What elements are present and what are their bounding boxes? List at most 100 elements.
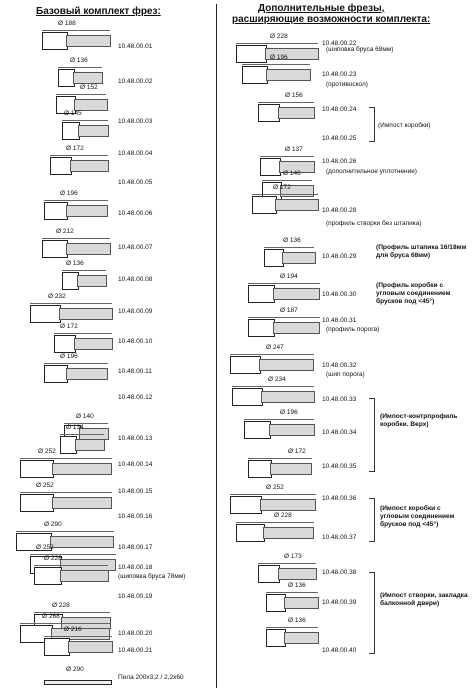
diameter-label: Ø 194 — [280, 273, 298, 280]
cutter-profile-right-9 — [248, 317, 320, 339]
cutter-profile-left-21 — [44, 636, 113, 658]
diameter-label: Ø 196 — [280, 409, 298, 416]
item-note: (шип порога) — [326, 371, 365, 378]
article-code: 10.48.00.14 — [118, 461, 153, 468]
item-note: (шиповка бруса 68мм) — [326, 46, 394, 53]
item-note: (шиповка бруса 78мм) — [118, 573, 186, 580]
article-code: 10.48.00.01 — [118, 43, 153, 50]
diameter-label: Ø 136 — [283, 237, 301, 244]
diameter-label: Ø 172 — [288, 448, 306, 455]
diameter-label: Ø 252 — [38, 448, 56, 455]
diameter-label: Ø 228 — [274, 512, 292, 519]
article-code: 10.48.00.29 — [322, 253, 357, 260]
article-code: 10.48.00.13 — [118, 435, 153, 442]
diameter-label: Ø 156 — [285, 92, 303, 99]
article-code: 10.48.00.06 — [118, 210, 153, 217]
article-code: 10.48.00.33 — [322, 396, 357, 403]
cutter-profile-left-4 — [62, 120, 109, 142]
article-code: 10.48.00.28 — [322, 207, 357, 214]
article-code: 10.48.00.22 — [322, 40, 357, 47]
group-note: (Импост створки, закладка балконной двер… — [380, 592, 468, 607]
cutter-profile-right-7 — [264, 247, 316, 269]
item-note: (профиль порога) — [326, 326, 380, 333]
column-divider — [216, 4, 217, 688]
cutter-profile-right-6 — [252, 194, 319, 216]
diameter-label: Ø 145 — [64, 110, 82, 117]
saw-blade-profile — [44, 680, 112, 685]
article-code: 10.48.00.38 — [322, 569, 357, 576]
article-code: 10.48.00.18 — [118, 564, 153, 571]
article-code: 10.48.00.20 — [118, 630, 153, 637]
cutter-profile-right-8 — [248, 283, 320, 305]
group-brace — [369, 398, 375, 472]
cutter-profile-right-2 — [242, 64, 311, 86]
diameter-label: Ø 290 — [44, 521, 62, 528]
cutter-profile-left-11 — [44, 363, 108, 385]
diameter-label: Ø 252 — [266, 484, 284, 491]
cutter-profile-left-3 — [56, 94, 108, 116]
article-code: 10.48.00.12 — [118, 394, 153, 401]
cutter-profile-left-7 — [42, 238, 111, 260]
diameter-label: Ø 247 — [266, 344, 284, 351]
group-note: (Импост-контрпрофиль коробки. Верх) — [380, 413, 458, 428]
diameter-label: Ø 140 — [76, 413, 94, 420]
article-code: 10.48.00.11 — [118, 368, 152, 375]
article-code: 10.48.00.24 — [322, 106, 357, 113]
article-code: 10.48.00.32 — [322, 362, 357, 369]
diameter-label: Ø 146 — [283, 170, 301, 177]
cutter-profile-right-12 — [244, 419, 315, 441]
left-title: Базовый комплект фрез: — [36, 6, 161, 17]
diameter-label: Ø 136 — [70, 57, 88, 64]
article-code: 10.48.00.15 — [118, 488, 153, 495]
diameter-label: Ø 172 — [60, 323, 78, 330]
cutter-profile-right-16 — [258, 563, 317, 585]
cutter-profile-right-18 — [266, 627, 319, 649]
diameter-label: Ø 196 — [60, 353, 78, 360]
cutter-profile-left-5 — [50, 155, 109, 177]
article-code: 10.48.00.39 — [322, 599, 357, 606]
cutter-profile-right-15 — [236, 522, 314, 544]
cutter-profile-right-13 — [248, 458, 312, 480]
diameter-label: Ø 187 — [280, 307, 298, 314]
article-code: 10.48.00.30 — [322, 291, 357, 298]
item-note: (дополнительное уплотнение) — [326, 168, 417, 175]
cutter-profile-right-4 — [260, 156, 315, 178]
diameter-label: Ø 268 — [42, 613, 60, 620]
diameter-label: Ø 228 — [270, 33, 288, 40]
item-note: (противоскол) — [326, 81, 368, 88]
diameter-label: Ø 290 — [66, 666, 84, 673]
article-code: 10.48.00.19 — [118, 593, 153, 600]
cutter-profile-right-1 — [236, 43, 319, 65]
diameter-label: Ø 228 — [44, 555, 62, 562]
cutter-profile-left-15 — [20, 492, 112, 514]
article-code: 10.48.00.07 — [118, 244, 153, 251]
group-note: (Профиль коробки с угловым соединением б… — [376, 282, 451, 305]
diameter-label: Ø 196 — [60, 190, 78, 197]
item-note: (профиль створки без штапика) — [326, 220, 422, 227]
right-title-line2: расширяющие возможности комплекта: — [232, 14, 431, 25]
article-code: 10.48.00.31 — [322, 317, 357, 324]
diameter-label: Ø 172 — [273, 184, 291, 191]
cutter-profile-left-1 — [42, 30, 111, 52]
cutter-profile-left-9 — [30, 303, 113, 325]
group-note: (Профиль штапика 16/18мм для бруса 68мм) — [376, 244, 467, 259]
cutter-profile-left-10 — [54, 333, 113, 355]
article-code: 10.48.00.16 — [118, 513, 153, 520]
article-code: 10.48.00.23 — [322, 71, 357, 78]
cutter-profile-right-17 — [266, 592, 319, 614]
article-code: 10.48.00.21 — [118, 647, 153, 654]
diameter-label: Ø 234 — [268, 376, 286, 383]
diameter-label: Ø 152 — [80, 84, 98, 91]
diameter-label: Ø 136 — [288, 617, 306, 624]
diameter-label: Ø 137 — [285, 146, 303, 153]
diameter-label: Ø 196 — [270, 54, 288, 61]
cutter-profile-left-8 — [62, 270, 107, 292]
cutter-profile-left-20 — [20, 623, 110, 645]
diameter-label: Ø 173 — [284, 553, 302, 560]
article-code: 10.48.00.35 — [322, 463, 357, 470]
article-code: 10.48.00.08 — [118, 276, 153, 283]
cutter-profile-left-18 — [34, 565, 109, 587]
group-brace — [369, 498, 375, 542]
diameter-label: Ø 216 — [64, 626, 82, 633]
diameter-label: Ø 252 — [36, 482, 54, 489]
